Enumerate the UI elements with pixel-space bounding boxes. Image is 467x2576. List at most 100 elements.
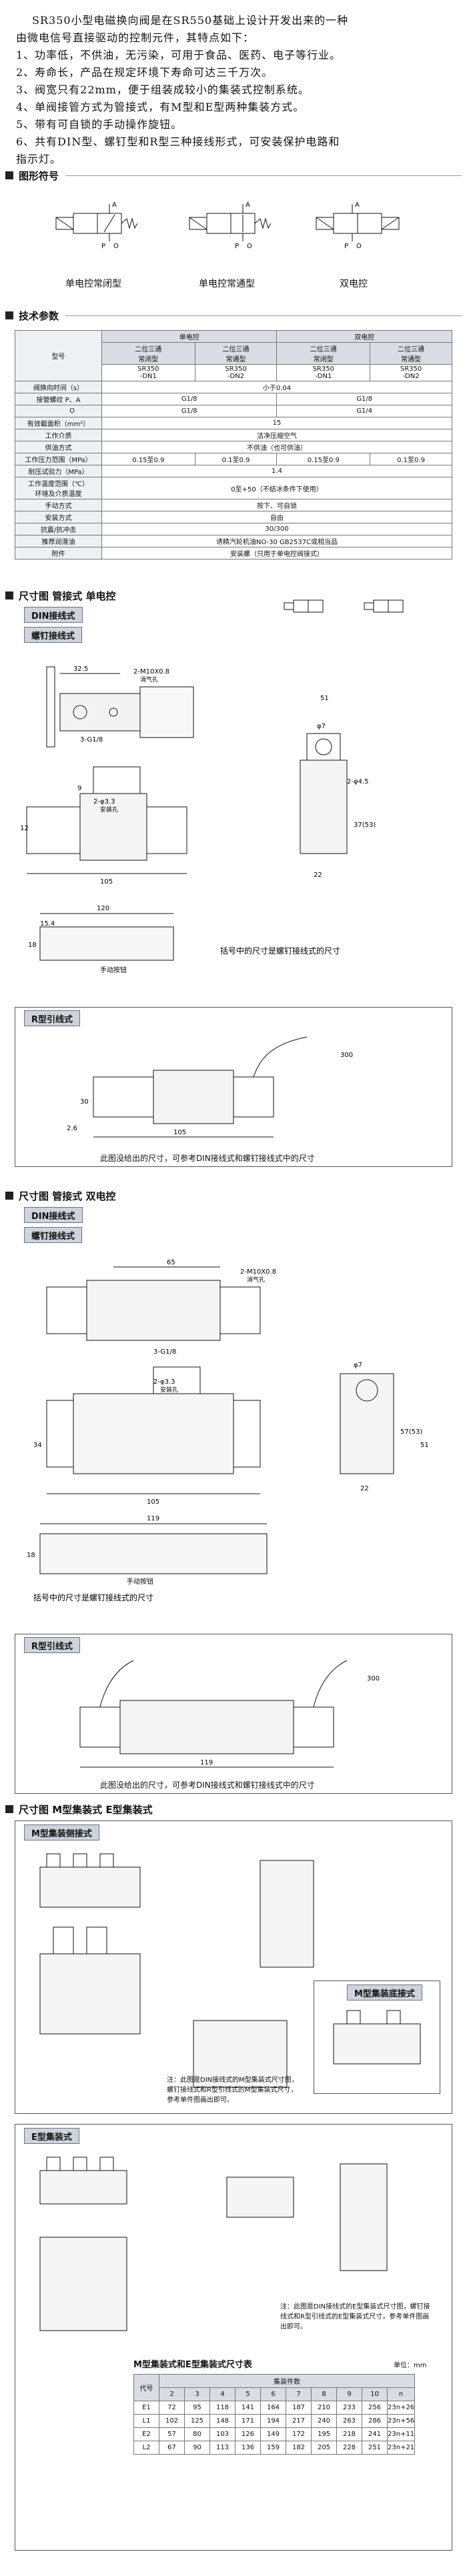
dim-label: 消气孔: [140, 676, 158, 684]
row-label: 推荐润滑油: [15, 535, 102, 547]
value-cell: 23n+56: [386, 2414, 416, 2428]
dim-label: 32.5: [73, 666, 88, 673]
value-cell: 218: [336, 2427, 362, 2441]
dim-label: 安装孔: [100, 806, 118, 814]
dim-label: 51: [420, 1442, 429, 1449]
svg-text:A: A: [355, 201, 360, 209]
value-cell: 23n+26: [386, 2401, 416, 2415]
row-label: 耐压试验力（MPa）: [15, 465, 102, 477]
count-cell: 7: [286, 2387, 312, 2401]
value-cell: 102: [159, 2414, 185, 2428]
dim-label: 2-φ3.3: [153, 1378, 175, 1386]
value-cell: 194: [260, 2414, 286, 2428]
value-cell: 205: [311, 2441, 337, 2455]
value-cell: 136: [235, 2441, 261, 2455]
m-manifold-box: [15, 1820, 452, 2114]
value-cell: 263: [336, 2414, 362, 2428]
row-value: G1/4: [276, 405, 452, 417]
r-type-single-drawing: 105 300 30 2.6: [67, 1036, 353, 1138]
dim-label: 119: [147, 1515, 159, 1522]
intro-text: SR350小型电磁换向阀是在SR550基础上设计开发出来的一种 由微电信号直接驱…: [16, 12, 450, 168]
code-cell: E2: [133, 2427, 159, 2441]
row-value: 洁净压缩空气: [101, 429, 452, 441]
tag-screw: 螺钉接线式: [24, 627, 83, 643]
value-cell: 80: [184, 2427, 210, 2441]
row-label: 接管螺纹 P、A: [15, 393, 102, 405]
double-dim-drawing: 65 2-M10X0.8 消气孔 3-G1/8 105 2-φ3.3 安装孔 3…: [27, 1259, 429, 1602]
tag-din: DIN接线式: [24, 1207, 83, 1223]
value-cell: 286: [362, 2414, 388, 2428]
row-value: 15: [101, 417, 452, 429]
tag-m-side: M型集装侧接式: [24, 1824, 99, 1840]
row-label: 手动方式: [15, 499, 102, 511]
dim-table-title: M型集装式和E型集装式尺寸表: [133, 2360, 252, 2370]
col-model: 型号: [15, 330, 102, 381]
dim-label: 15.4: [40, 920, 55, 928]
dim-label: φ7: [354, 1362, 362, 1369]
section-header-dim-double: 尺寸图 管接式 双电控: [5, 1187, 462, 1204]
dim-label: 手动按钮: [100, 966, 127, 974]
code-cell: E1: [133, 2401, 159, 2415]
value-cell: 125: [184, 2414, 210, 2428]
intro-line: 6、共有DIN型、螺钉型和R型三种接线形式，可安装保护电路和: [16, 135, 340, 148]
dim-label: 57(53): [400, 1428, 422, 1436]
value-cell: 233: [336, 2401, 362, 2415]
svg-text:P: P: [101, 243, 105, 250]
tag-screw: 螺钉接线式: [24, 1227, 83, 1243]
dim-label: 9: [77, 785, 81, 792]
section-title: 尺寸图 管接式 单电控: [19, 589, 116, 602]
value-cell: 23n+11: [386, 2427, 416, 2441]
model-cell: SR350 -DN2: [194, 364, 278, 381]
section-header-tech: 技术参数: [5, 307, 462, 324]
dim-label: 22: [314, 872, 322, 879]
type-cell: 二位三通 常闭型: [101, 342, 195, 365]
r-type-double-drawing: 119 300: [79, 1660, 380, 1768]
row-value: G1/8: [101, 405, 278, 417]
dim-label: 18: [27, 1552, 35, 1559]
dim-label: 37(53): [354, 822, 376, 829]
symbol-double: A P O: [316, 201, 400, 250]
dim-label: 300: [340, 1052, 353, 1059]
section-title: 尺寸图 M型集装式 E型集装式: [19, 1803, 153, 1816]
mini-symbols: [284, 599, 404, 613]
section-marker-icon: [5, 1805, 13, 1813]
value-cell: 67: [159, 2441, 185, 2455]
dim-label: 3-G1/8: [80, 736, 103, 744]
manifold-dim-table: 代号 集装件数 2 3 4 5 6 7 8 9 10 n E1 72 95 11…: [133, 2374, 416, 2455]
row-label: 阀换向时间（s）: [15, 381, 102, 393]
dim-label: 30: [80, 1098, 89, 1106]
bracket-note: 括号中的尺寸是螺钉接线式的尺寸: [220, 946, 340, 956]
svg-text:A: A: [112, 201, 117, 209]
value-cell: 95: [184, 2401, 210, 2415]
value-cell: 228: [336, 2441, 362, 2455]
dim-label: 105: [100, 878, 113, 886]
section-marker-icon: [5, 311, 13, 319]
section-marker-icon: [5, 1192, 13, 1200]
row-label: 供油方式: [15, 441, 102, 453]
tag-m-bottom: M型集装底接式: [347, 1985, 422, 2001]
svg-text:P: P: [344, 243, 348, 250]
col-count: 集装件数: [158, 2374, 416, 2388]
section-header-symbols: 图形符号: [5, 167, 462, 184]
svg-text:O: O: [356, 243, 362, 250]
type-cell: 二位三通 常通型: [194, 342, 278, 365]
row-label: 工作介质: [15, 429, 102, 441]
e-manifold-box: [15, 2124, 452, 2551]
m-note: 注：此图是DIN接线式的M型集装式尺寸图，螺钉接线式和R型引线式的M型集装式尺寸…: [167, 2077, 298, 2104]
dim-label: 300: [367, 1675, 380, 1682]
count-cell: n: [386, 2387, 416, 2401]
value-cell: 240: [311, 2414, 337, 2428]
svg-text:O: O: [247, 243, 252, 250]
value-cell: 182: [286, 2441, 312, 2455]
symbol-caption: 单电控常通型: [199, 279, 255, 289]
row-label: 抗震/抗冲击: [15, 523, 102, 535]
value-cell: 187: [286, 2401, 312, 2415]
row-label: 安装方式: [15, 511, 102, 523]
value-cell: 23n+21: [386, 2441, 416, 2455]
intro-line: SR350小型电磁换向阀是在SR550基础上设计开发出来的一种: [32, 14, 349, 27]
type-cell: 二位三通 常通型: [370, 342, 452, 365]
row-value: 诱精汽轮机油NO-30 GB2537C或相当品: [101, 535, 452, 547]
dim-label: 消气孔: [247, 1276, 265, 1284]
